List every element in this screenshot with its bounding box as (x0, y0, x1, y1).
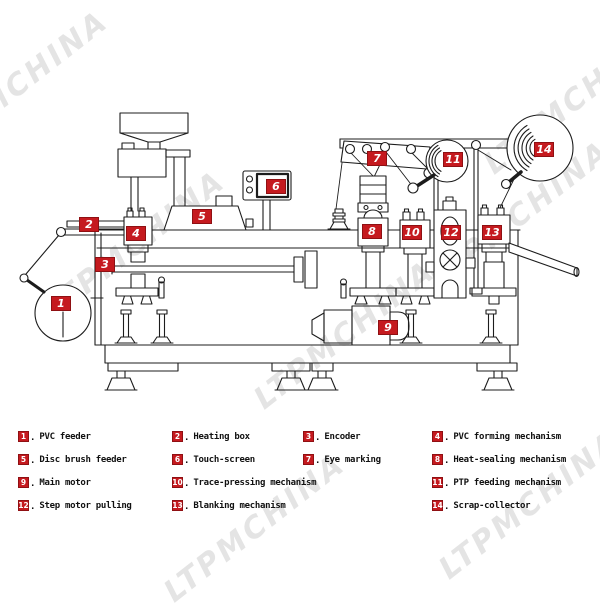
hopper-and-feeder (117, 112, 191, 212)
legend-item-8: 8.Heat-sealing mechanism (432, 448, 600, 471)
legend-item-label: PVC forming mechanism (453, 431, 561, 442)
legend-item-5: 5.Disc brush feeder (18, 448, 172, 471)
legend-number-badge: 13 (172, 500, 183, 511)
pvc-feeder-roll (19, 234, 104, 342)
legend-item-label: Scrap-collector (453, 500, 531, 511)
legend-separator: . (444, 478, 450, 489)
legend-number-badge: 11 (432, 477, 443, 488)
legend-item-2: 2.Heating box (172, 425, 303, 448)
diagram-tag-5: 5 (192, 209, 212, 224)
diagram-tag-14: 14 (534, 142, 554, 157)
diagram-tag-12: 12 (441, 225, 461, 240)
legend-number-badge: 6 (172, 454, 183, 465)
trace-pressing-station (395, 208, 435, 305)
machine-feet (104, 344, 518, 391)
diagram-tag-3: 3 (95, 257, 115, 272)
diagram-tag-4: 4 (126, 226, 146, 241)
legend-number-badge: 2 (172, 431, 183, 442)
diagram-tag-11: 11 (443, 152, 463, 167)
legend-number-badge: 12 (18, 500, 29, 511)
legend-spacer (303, 471, 432, 494)
blanking-station (471, 204, 580, 305)
legend-item-7: 7.Eye marking (303, 448, 432, 471)
legend-item-label: PTP feeding mechanism (453, 477, 561, 488)
legend-item-label: Touch-screen (193, 454, 255, 465)
drive-shaft (111, 250, 318, 289)
diagram-tag-10: 10 (402, 225, 422, 240)
legend-item-label: PVC feeder (39, 431, 91, 442)
heat-sealing-station (339, 175, 397, 305)
legend-item-label: Heating box (193, 431, 250, 442)
legend-number-badge: 7 (303, 454, 314, 465)
diagram-tag-7: 7 (367, 151, 387, 166)
legend-separator: . (315, 455, 321, 466)
legend-item-1: 1.PVC feeder (18, 425, 172, 448)
legend-item-11: 11.PTP feeding mechanism (432, 471, 600, 494)
legend-item-label: Blanking mechanism (193, 500, 286, 511)
legend-item-10: 10.Trace-pressing mechanism (172, 471, 317, 494)
legend-number-badge: 9 (18, 477, 29, 488)
diagram-tag-6: 6 (266, 179, 286, 194)
legend-separator: . (30, 455, 36, 466)
legend-item-6: 6.Touch-screen (172, 448, 303, 471)
legend-separator: . (184, 455, 190, 466)
legend-separator: . (315, 432, 321, 443)
legend-separator: . (184, 432, 190, 443)
legend-separator: . (444, 455, 450, 466)
legend-item-4: 4.PVC forming mechanism (432, 425, 600, 448)
legend-separator: . (30, 432, 36, 443)
legend-item-label: Heat-sealing mechanism (453, 454, 567, 465)
legend-number-badge: 10 (172, 477, 183, 488)
legend-item-label: Main motor (39, 477, 91, 488)
diagram-tag-13: 13 (482, 225, 502, 240)
diagram-tag-8: 8 (362, 224, 382, 239)
legend-item-14: 14.Scrap-collector (432, 494, 600, 517)
legend: 1.PVC feeder 2.Heating box 3.Encoder 4.P… (18, 425, 600, 517)
legend-item-label: Step motor pulling (39, 500, 132, 511)
output-chute (508, 242, 578, 277)
legend-spacer (303, 494, 432, 517)
legend-item-label: Trace-pressing mechanism (193, 477, 317, 488)
forming-station (115, 207, 166, 305)
diagram-tag-2: 2 (79, 217, 99, 232)
legend-item-12: 12.Step motor pulling (18, 494, 172, 517)
legend-item-13: 13.Blanking mechanism (172, 494, 303, 517)
legend-number-badge: 14 (432, 500, 443, 511)
legend-number-badge: 3 (303, 431, 314, 442)
diagram-tag-1: 1 (51, 296, 71, 311)
support-jacks (114, 309, 503, 344)
legend-item-label: Eye marking (324, 454, 381, 465)
legend-number-badge: 1 (18, 431, 29, 442)
diagram-tag-9: 9 (378, 320, 398, 335)
legend-separator: . (444, 432, 450, 443)
legend-separator: . (184, 478, 190, 489)
legend-item-9: 9.Main motor (18, 471, 172, 494)
legend-number-badge: 4 (432, 431, 443, 442)
legend-separator: . (30, 478, 36, 489)
legend-separator: . (30, 501, 36, 512)
legend-item-3: 3.Encoder (303, 425, 432, 448)
legend-number-badge: 8 (432, 454, 443, 465)
legend-item-label: Encoder (324, 431, 361, 442)
legend-number-badge: 5 (18, 454, 29, 465)
pulling-station (425, 196, 476, 299)
main-motor (311, 305, 410, 346)
legend-separator: . (444, 501, 450, 512)
legend-item-label: Disc brush feeder (39, 454, 127, 465)
web-guide-stand (327, 208, 351, 230)
legend-separator: . (184, 501, 190, 512)
